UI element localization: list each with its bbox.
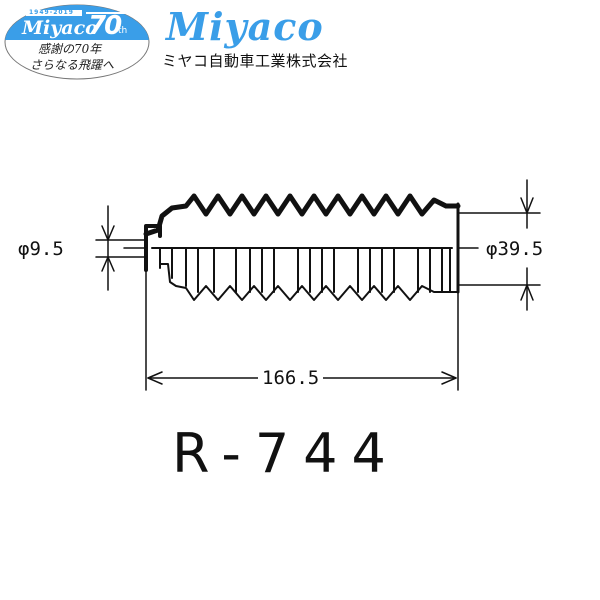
brand-name: Miyaco	[166, 4, 324, 49]
large-diameter-dimension	[457, 179, 541, 311]
anniversary-logo-badge: 1949-2019 Miyaco 70 th 感謝の70年 さらなる飛躍へ	[2, 2, 152, 82]
badge-slogan-line2: さらなる飛躍へ	[30, 58, 115, 72]
small-diameter-label: φ9.5	[18, 238, 64, 260]
part-number: R-744	[172, 422, 400, 485]
brand-header: Miyaco ミヤコ自動車工業株式会社	[160, 4, 400, 74]
badge-oval-icon	[4, 4, 150, 80]
badge-th: th	[118, 26, 128, 36]
badge-70: 70	[88, 11, 122, 41]
company-name: ミヤコ自動車工業株式会社	[162, 52, 349, 70]
bellows-top-profile	[143, 193, 461, 237]
length-label: 166.5	[258, 367, 324, 389]
badge-years: 1949-2019	[29, 9, 74, 16]
badge-brand: Miyaco	[22, 17, 98, 39]
small-diameter-dimension	[95, 205, 147, 291]
badge-slogan-line1: 感謝の70年	[38, 42, 102, 56]
large-diameter-label: φ39.5	[486, 238, 544, 260]
